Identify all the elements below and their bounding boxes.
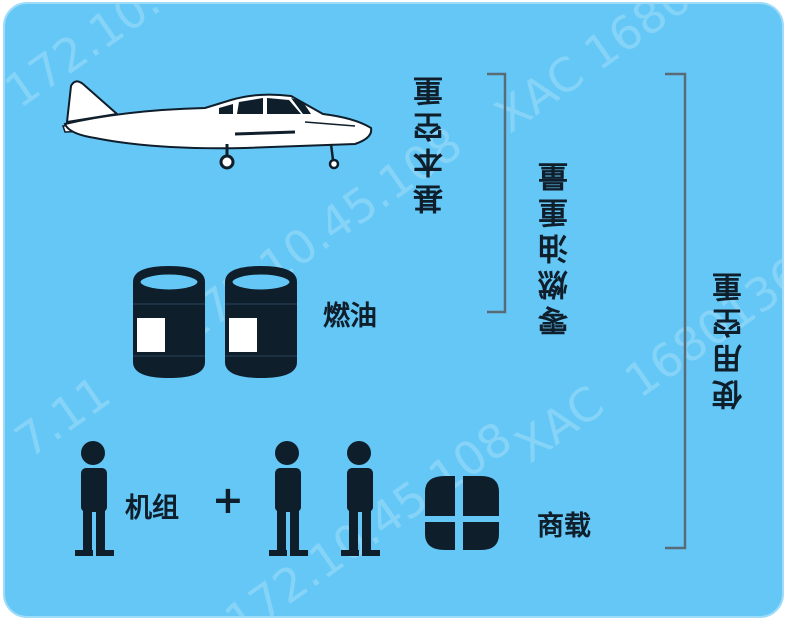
label-basic-empty-weight: 基本空重 xyxy=(414,70,449,214)
plus-sign: + xyxy=(212,478,244,522)
label-operating-empty-weight: 使用空重 xyxy=(713,266,748,410)
fuel-barrel-icon xyxy=(133,266,205,378)
airplane-icon xyxy=(61,80,373,170)
passenger-icon xyxy=(341,441,380,556)
cargo-icon xyxy=(425,476,499,550)
label-crew: 机组 xyxy=(125,493,179,524)
label-payload: 商载 xyxy=(537,511,591,542)
label-zero-fuel-weight: 零燃油重量 xyxy=(539,156,574,336)
passenger-icon xyxy=(269,441,308,556)
bracket-basic-empty xyxy=(487,72,507,314)
illustration-layer xyxy=(61,72,687,556)
diagram-panel: 172.10.45.108 XAC 168013659 172.10.45.10… xyxy=(3,2,784,618)
bracket-operating xyxy=(665,72,687,550)
crew-person-icon xyxy=(75,441,114,556)
fuel-barrel-icon xyxy=(225,266,297,378)
label-fuel: 燃油 xyxy=(323,301,377,332)
